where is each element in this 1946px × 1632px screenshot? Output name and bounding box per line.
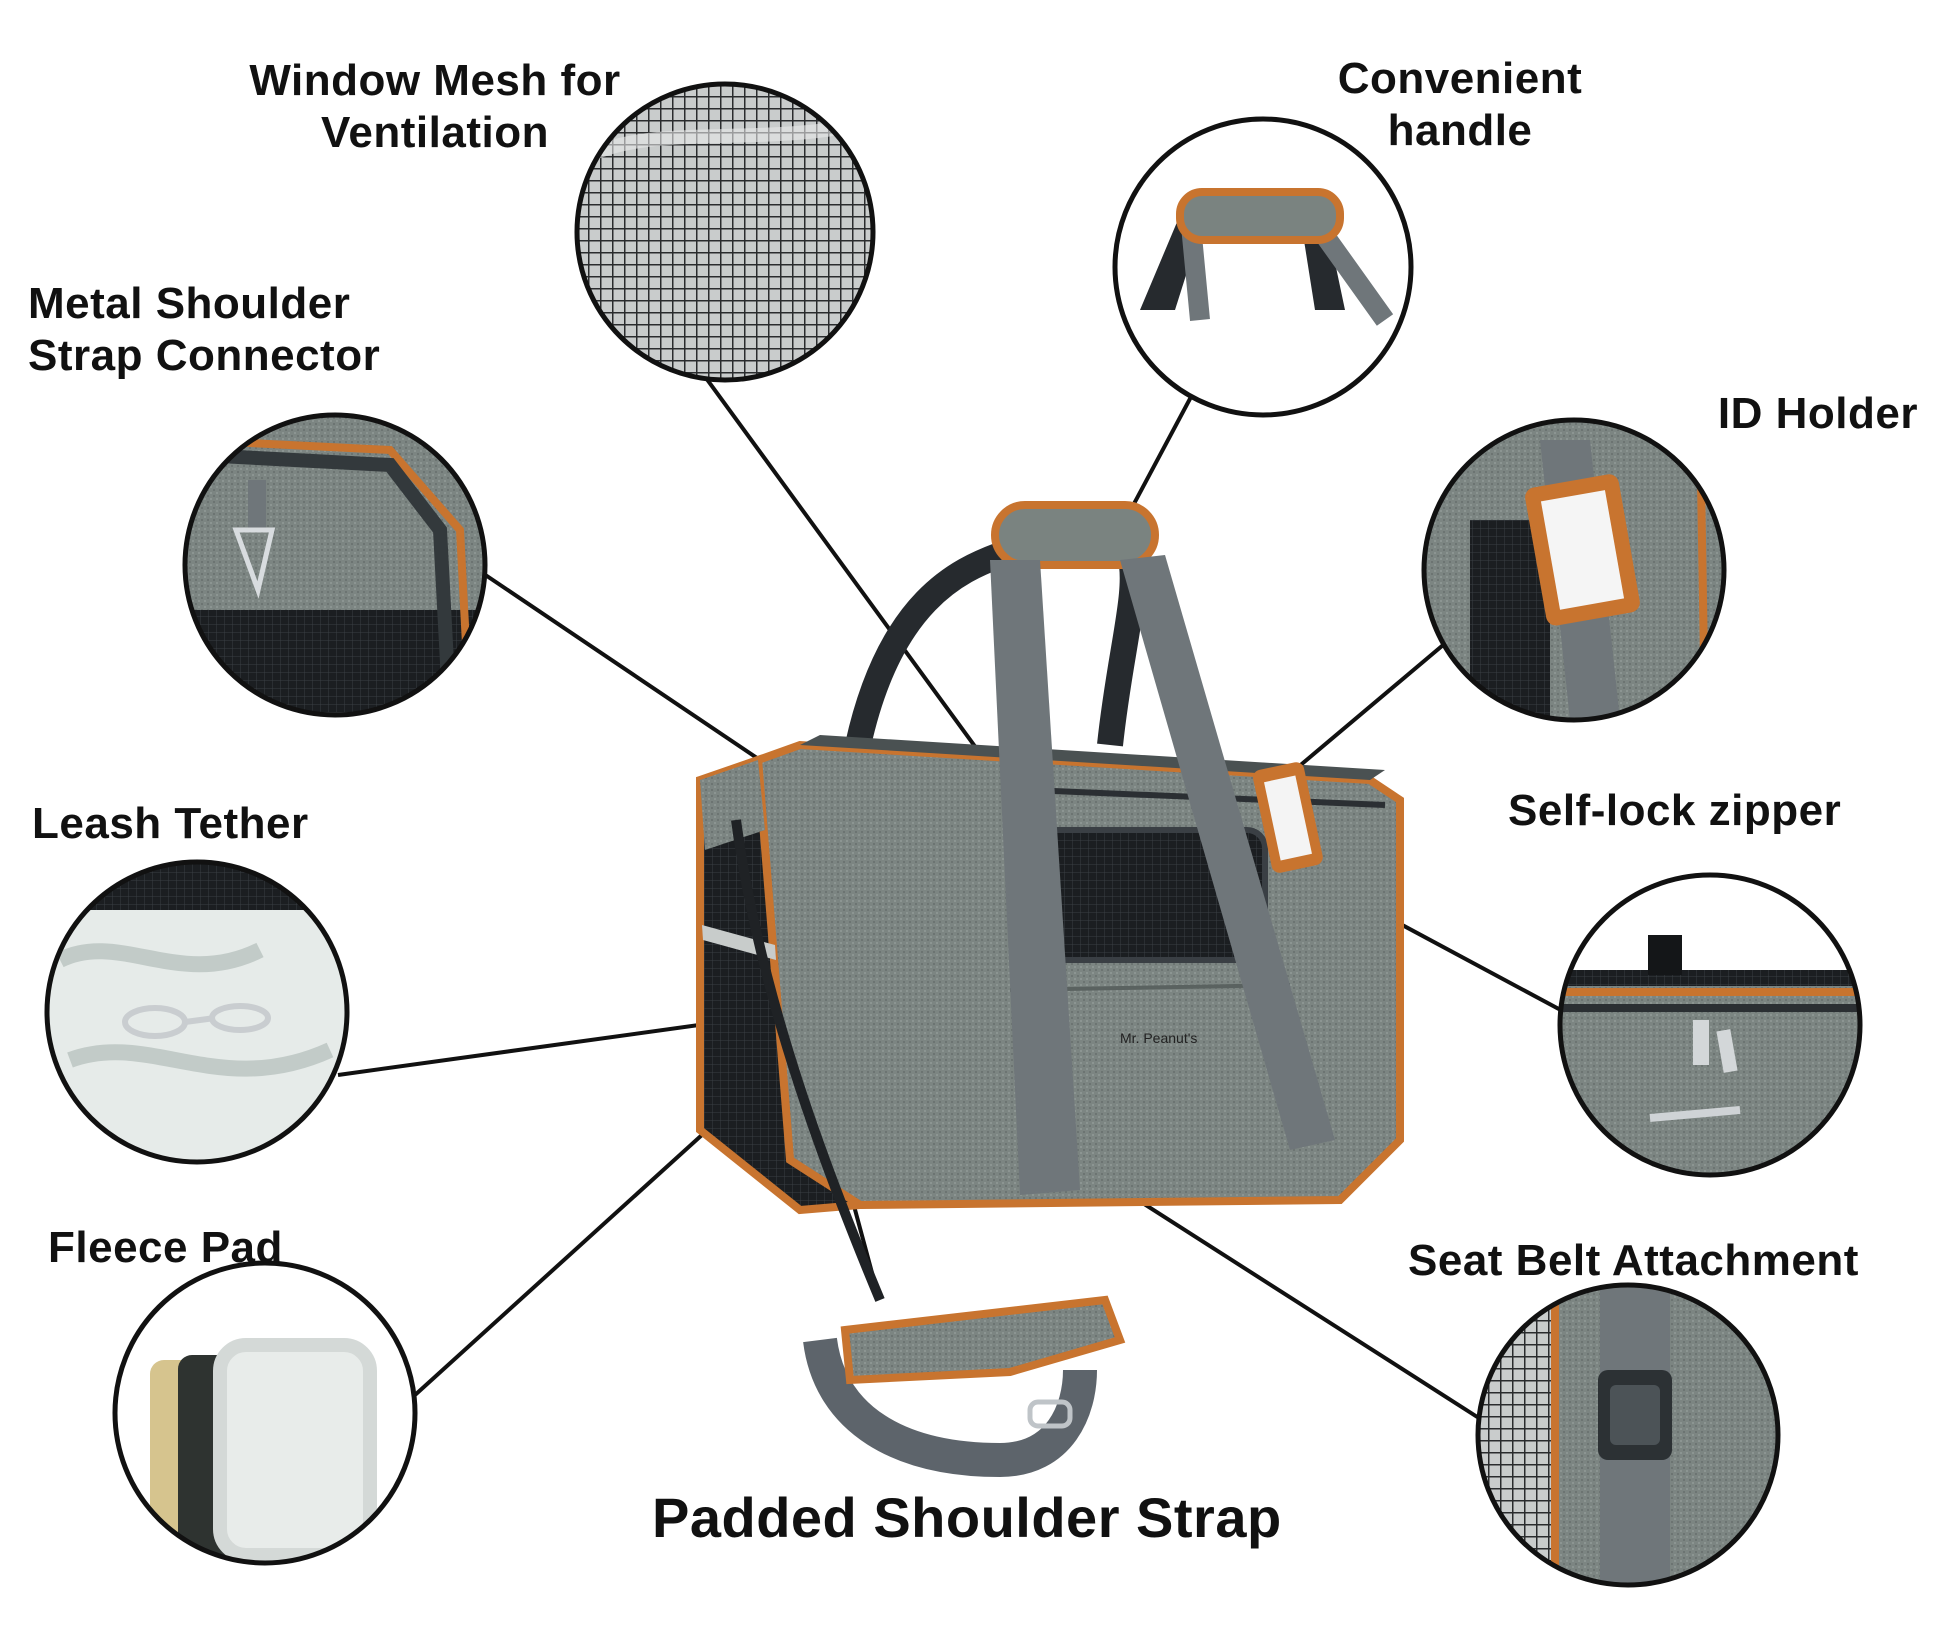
fleece-pad-label: Fleece Pad: [48, 1223, 283, 1272]
seat-belt-label: Seat Belt Attachment: [1408, 1236, 1859, 1285]
fleece-pad-detail: [112, 1260, 418, 1566]
id-holder-label: ID Holder: [1717, 389, 1918, 438]
self-lock-zipper-label: Self-lock zipper: [1508, 786, 1842, 835]
window-mesh-label: Window Mesh for Ventilation: [225, 55, 645, 159]
pet-carrier-bag: Mr. Peanut's: [696, 501, 1404, 1302]
id-holder-detail: [1421, 417, 1727, 723]
handle-detail: [1112, 116, 1414, 418]
metal-connector-label-line-2: Strap Connector: [28, 330, 381, 380]
handle-label-line-1: Convenient: [1337, 54, 1583, 103]
window-mesh-label-line-1: Window Mesh for: [249, 56, 621, 105]
leash-tether-label: Leash Tether: [32, 799, 309, 848]
metal-connector-label-line-1: Metal Shoulder: [28, 279, 351, 328]
leash-tether-detail: [44, 859, 350, 1165]
window-mesh-detail: [574, 81, 876, 383]
padded-strap-label: Padded Shoulder Strap: [652, 1486, 1282, 1549]
padded-strap-illustration: [803, 1295, 1126, 1478]
brand-label: Mr. Peanut's: [1120, 1030, 1197, 1046]
handle-label-line-2: handle: [1387, 105, 1533, 155]
seat-belt-detail: [1475, 1282, 1781, 1588]
metal-connector-detail: [182, 412, 488, 718]
metal-connector-label: Metal Shoulder Strap Connector: [28, 278, 380, 382]
window-mesh-label-line-2: Ventilation: [321, 107, 549, 157]
self-lock-zipper-detail: [1557, 872, 1863, 1178]
handle-label: Convenient handle: [1300, 53, 1620, 157]
